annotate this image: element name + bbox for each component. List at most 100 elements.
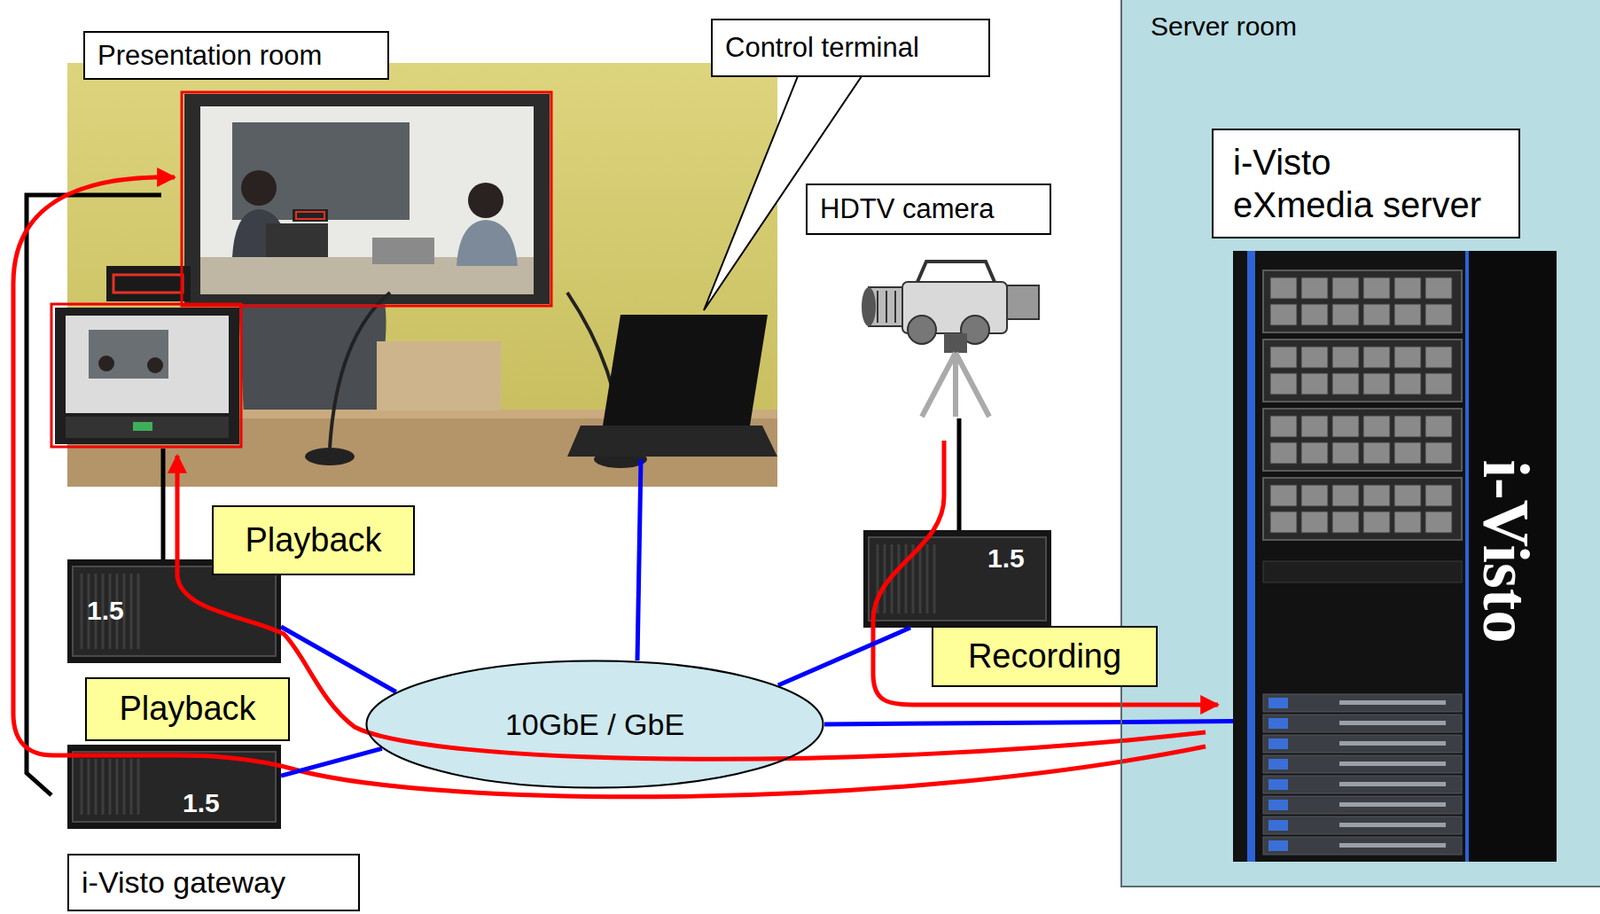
gateway-panel <box>72 751 276 822</box>
rack-art <box>1465 250 1469 862</box>
rack-art <box>1425 304 1452 326</box>
presentation-photo <box>567 425 778 457</box>
rack-art <box>1301 442 1328 464</box>
rack-art <box>1394 511 1421 533</box>
rack-art <box>1263 714 1462 733</box>
server-room-region: Server room i-VistoeXmedia server i-Visto <box>1120 0 1600 888</box>
gateway-grille <box>87 758 91 815</box>
rack-art <box>1339 700 1446 705</box>
rack-art <box>1332 415 1359 438</box>
hdtv-camera-icon <box>907 315 937 344</box>
gateway-grille <box>123 758 126 815</box>
rack-art <box>1425 373 1452 395</box>
presentation-photo <box>456 219 518 266</box>
server-label: i-VistoeXmedia server <box>1211 128 1521 239</box>
rack-art <box>1268 738 1288 750</box>
gateway-logo: 1.5 <box>86 594 125 627</box>
gateway-grille <box>926 544 929 614</box>
rack-logo: i-Visto <box>1473 460 1539 644</box>
rack-art <box>1263 339 1462 402</box>
rack-art <box>1339 741 1446 746</box>
node-text: 10GbE / GbE <box>505 706 685 743</box>
node-text: Playback <box>244 520 382 562</box>
gateway-grille <box>101 758 105 815</box>
rack-art <box>1268 799 1288 811</box>
presentation-photo <box>376 341 501 411</box>
server-room-ground <box>1120 0 1600 888</box>
rack-art <box>1363 373 1390 395</box>
rack-art <box>1301 346 1328 368</box>
rack-art <box>1394 304 1421 326</box>
rack-art <box>1263 836 1462 855</box>
rack-art <box>1339 781 1446 787</box>
presentation-photo <box>372 237 435 265</box>
rack-art <box>1332 511 1359 533</box>
rack-art <box>1394 277 1421 299</box>
region-title: Server room <box>1150 10 1600 43</box>
rack-art <box>1268 697 1288 709</box>
rack-art <box>1263 734 1462 753</box>
stream-flow <box>13 177 1218 797</box>
gateway-panel <box>72 566 276 656</box>
presentation-photo <box>241 170 277 206</box>
rack-art <box>1268 758 1288 770</box>
rack-art <box>1270 346 1297 368</box>
network-ellipse: 10GbE / GbE <box>365 659 825 789</box>
flow-label: Playback <box>211 505 415 576</box>
rack-art <box>1363 442 1390 464</box>
rack-art <box>1263 561 1462 583</box>
rack-art <box>1332 442 1359 464</box>
video-cable <box>957 418 962 531</box>
video-cable <box>26 195 960 796</box>
rack-art <box>1339 720 1446 726</box>
presentation-photo <box>106 265 191 302</box>
gateway-grille <box>137 758 141 815</box>
rack-art <box>1247 250 1256 862</box>
rack-art <box>1233 250 1557 862</box>
rack-art <box>1425 442 1452 464</box>
presentation-photo <box>132 421 153 431</box>
rack-art <box>1301 373 1328 395</box>
network-link <box>637 459 641 661</box>
presentation-photo <box>98 355 115 372</box>
presentation-photo <box>65 416 229 438</box>
gateway-grille <box>137 573 141 649</box>
node-text: HDTV camera <box>819 192 994 226</box>
rack-art <box>1263 270 1462 333</box>
presentation-photo <box>329 292 391 448</box>
flow-label: Recording <box>931 625 1158 687</box>
rack-art <box>1301 415 1328 438</box>
presentation-photo <box>113 274 183 293</box>
presentation-photo <box>232 122 410 220</box>
rack-art <box>1268 718 1288 729</box>
rack-art <box>1394 442 1421 464</box>
presentation-photo <box>292 209 328 222</box>
node-text: Control terminal <box>725 31 920 64</box>
ellipse-outline <box>366 661 824 789</box>
flow-label: Playback <box>85 677 290 742</box>
rack-art <box>1363 484 1390 507</box>
rack-art <box>1339 761 1446 766</box>
rack-art <box>1363 511 1390 533</box>
hdtv-camera-icon <box>861 261 1039 417</box>
rack-art <box>1339 822 1446 828</box>
rack-art <box>1425 277 1452 299</box>
presentation-photo <box>54 307 240 445</box>
presentation-photo <box>468 182 504 219</box>
presentation-photo <box>200 106 534 295</box>
gateway-grille <box>80 573 84 649</box>
network-ground <box>365 659 825 789</box>
gateway-grille <box>130 573 133 649</box>
presentation-photo <box>147 357 164 374</box>
presentation-photo <box>296 211 325 219</box>
rack-art <box>1268 779 1288 790</box>
rack-art <box>1270 277 1297 299</box>
caption-box: i-Visto gateway <box>67 853 360 912</box>
presentation-photo <box>265 223 328 258</box>
rack-art <box>1425 415 1452 438</box>
device-label: HDTV camera <box>805 183 1052 235</box>
rack-art <box>1301 511 1328 533</box>
gateway-grille <box>116 758 119 815</box>
